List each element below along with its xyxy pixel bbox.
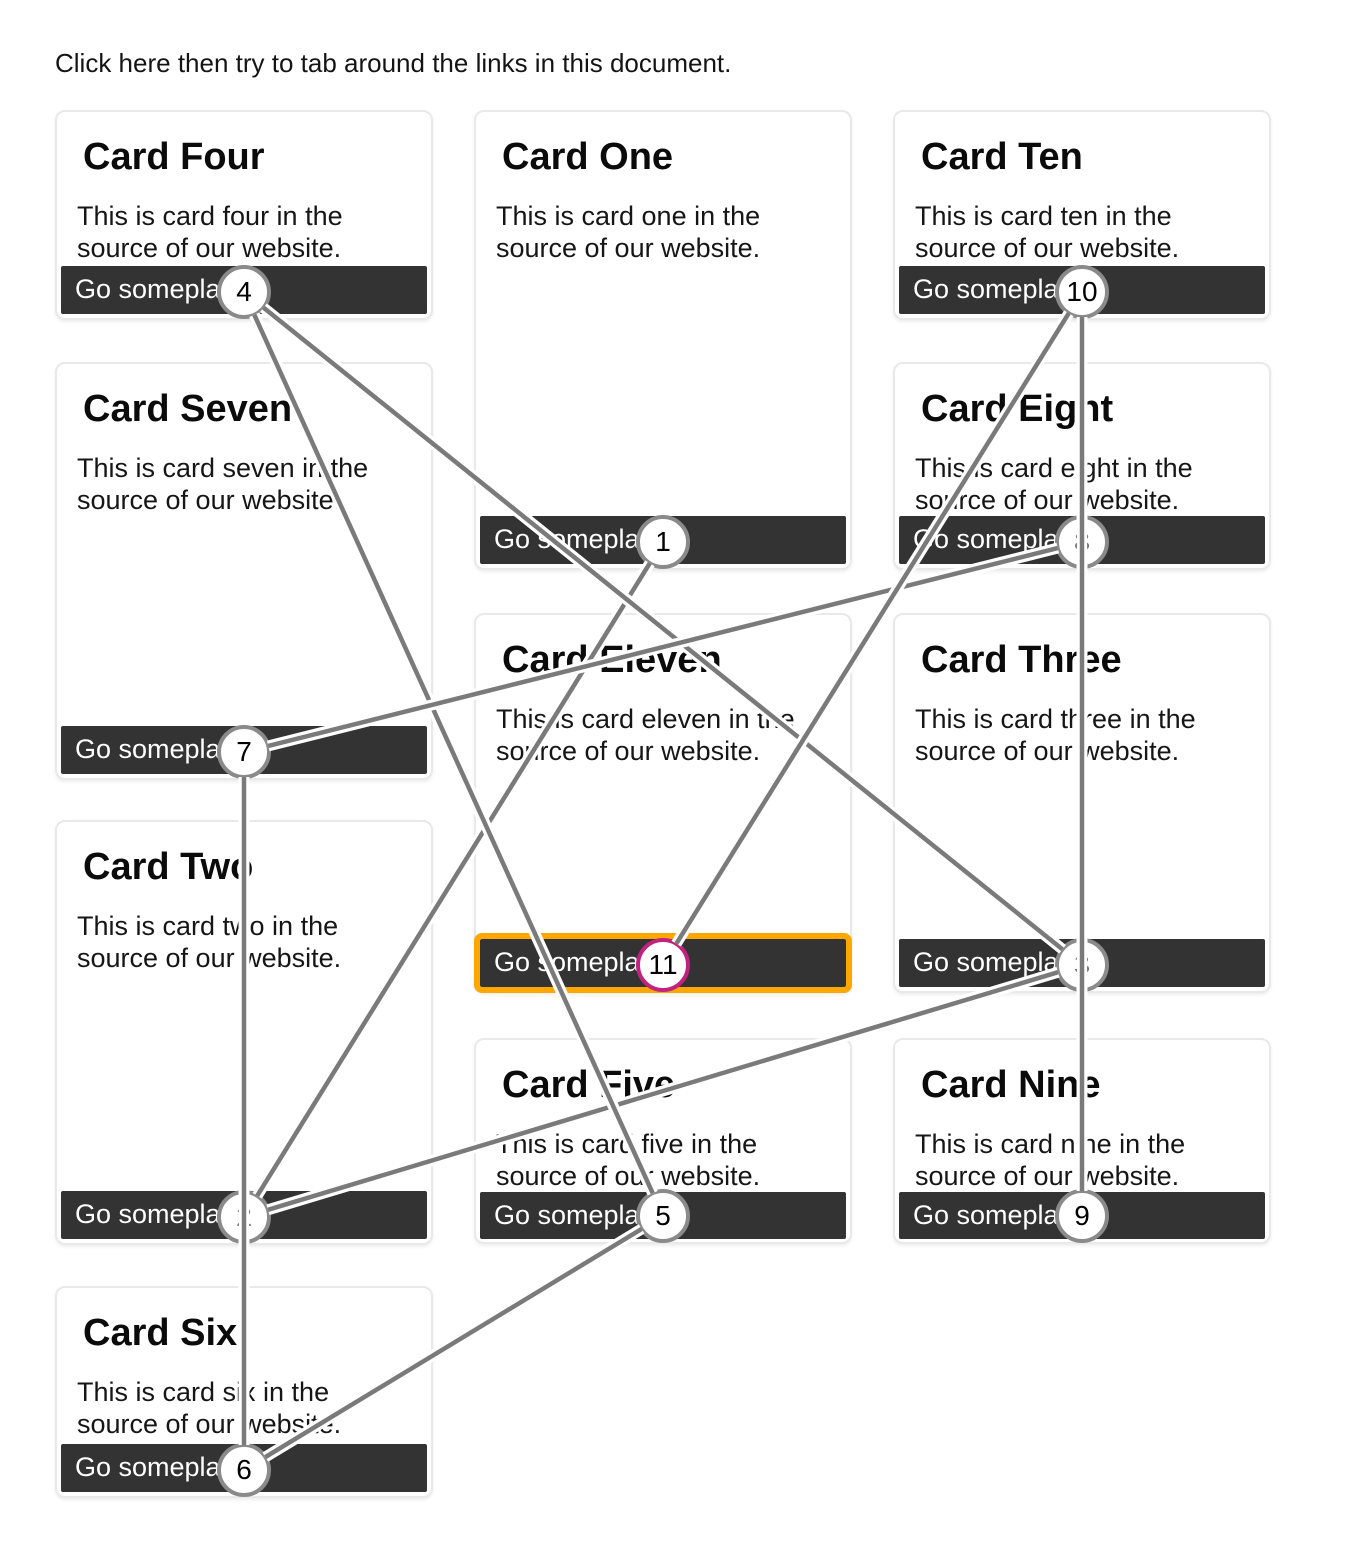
card-title: Card Eight [921, 388, 1114, 430]
card-body-text: This is card six in the source of our we… [77, 1377, 342, 1439]
card-title: Card Three [921, 639, 1122, 681]
tab-order-badge-1: 1 [636, 515, 690, 569]
card-body-text: This is card nine in the source of our w… [915, 1129, 1186, 1191]
card-body-text: This is card two in the source of our we… [77, 911, 342, 973]
card-body-text: This is card eleven in the source of our… [496, 704, 795, 766]
tab-order-badge-2: 2 [217, 1190, 271, 1244]
card-body-text: This is card three in the source of our … [915, 704, 1196, 766]
card-title: Card Seven [83, 388, 293, 430]
card-title: Card Eleven [502, 639, 722, 681]
card-title: Card Six [83, 1312, 238, 1354]
card-body-text: This is card five in the source of our w… [496, 1129, 761, 1191]
card-title: Card One [502, 136, 674, 178]
tab-order-badge-8: 8 [1055, 515, 1109, 569]
tab-order-badge-3: 3 [1055, 938, 1109, 992]
tab-order-badge-5: 5 [636, 1189, 690, 1243]
tab-order-badge-4: 4 [217, 265, 271, 319]
instruction-text[interactable]: Click here then try to tab around the li… [55, 48, 732, 78]
card-body-text: This is card one in the source of our we… [496, 201, 761, 263]
card-body-text: This is card four in the source of our w… [77, 201, 343, 263]
card-title: Card Nine [921, 1064, 1101, 1106]
card-body-text: This is card seven in the source of our … [77, 453, 369, 515]
tab-order-badge-11: 11 [636, 938, 690, 992]
card-title: Card Two [83, 846, 254, 888]
card-body-text: This is card ten in the source of our we… [915, 201, 1180, 263]
card-title: Card Ten [921, 136, 1083, 178]
tab-order-badge-9: 9 [1055, 1189, 1109, 1243]
card-title: Card Five [502, 1064, 676, 1106]
card-title: Card Four [83, 136, 265, 178]
tab-order-badge-7: 7 [217, 725, 271, 779]
tab-order-badge-6: 6 [217, 1443, 271, 1497]
card-body-text: This is card eight in the source of our … [915, 453, 1193, 515]
tab-order-badge-10: 10 [1055, 265, 1109, 319]
